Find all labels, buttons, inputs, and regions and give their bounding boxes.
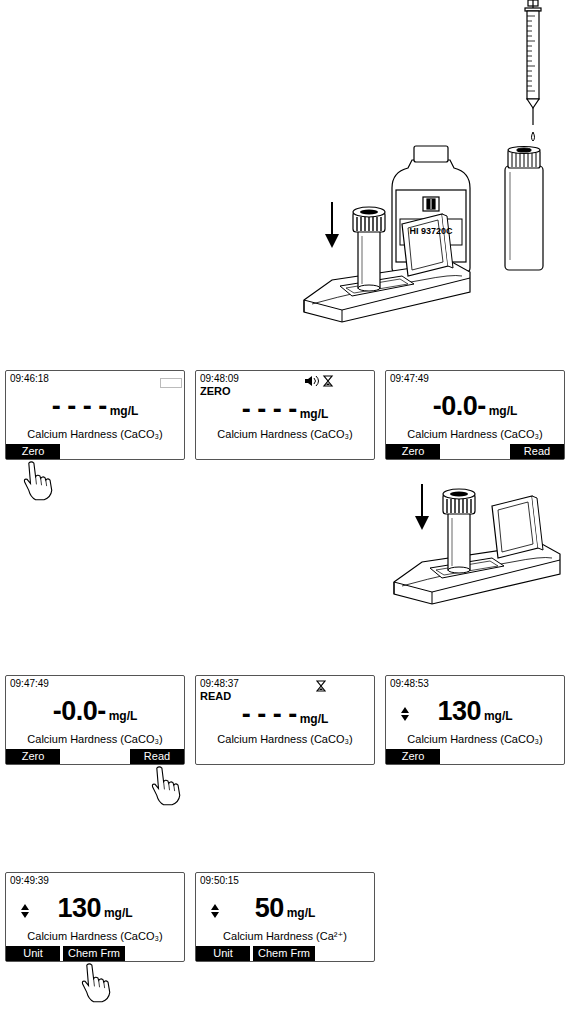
softkey: Read <box>510 444 564 459</box>
lcd-screen: 09:47:49 -0.0-mg/L Calcium Hardness (CaCO₃… <box>385 370 565 460</box>
lcd-screen: 09:48:37READ- - - -mg/LCalcium Hardness … <box>195 675 375 765</box>
reading-value: 50 <box>255 893 284 923</box>
parameter-name: Calcium Hardness (CaCO₃) <box>386 428 564 440</box>
softkey: Chem Frm <box>253 946 315 961</box>
clock-time: 09:47:49 <box>390 373 429 384</box>
reading-row: - - - -mg/L <box>6 391 184 422</box>
reading-row: 130mg/L <box>6 893 184 924</box>
parameter-name: Calcium Hardness (Ca²⁺) <box>196 930 374 943</box>
clock-time: 09:47:49 <box>10 678 49 689</box>
clock-time: 09:48:09 <box>200 373 239 384</box>
lcd-screen: 09:48:53 130mg/L Calcium Hardness (CaCO₃) Z… <box>385 675 565 765</box>
softkey-label: Chem Frm <box>68 947 120 959</box>
parameter-name: Calcium Hardness (CaCO₃) <box>6 930 184 942</box>
reading-value: -0.0- <box>53 696 106 726</box>
reading-value: - - - - <box>52 391 107 421</box>
reagent-label: HI 93720C <box>409 226 452 236</box>
bottle-label: HI 93720C <box>396 226 466 236</box>
softkey-label: Zero <box>22 750 45 762</box>
reading-value: - - - - <box>242 699 297 729</box>
unit-label: mg/L <box>489 404 518 418</box>
reading-row: 50mg/L <box>196 893 374 924</box>
softkey: Unit <box>6 946 60 961</box>
parameter-name: Calcium Hardness (CaCO₃) <box>196 428 374 440</box>
lcd-screen: 09:49:39 130mg/L Calcium Hardness (CaCO₃) U… <box>5 872 185 962</box>
softkey: Zero <box>6 749 60 764</box>
reading-row: -0.0-mg/L <box>386 391 564 422</box>
unit-label: mg/L <box>110 404 139 418</box>
clock-time: 09:46:18 <box>10 373 49 384</box>
softkey-label: Zero <box>22 445 45 457</box>
softkey-label: Read <box>144 750 170 762</box>
lcd-screen: 09:46:18- - - -mg/LCalcium Hardness (CaC… <box>5 370 185 460</box>
status-icon <box>316 678 326 696</box>
softkey: Zero <box>386 749 440 764</box>
unit-label: mg/L <box>104 906 133 920</box>
mode-label: ZERO <box>200 385 231 397</box>
unit-label: mg/L <box>287 906 316 920</box>
parameter-name: Calcium Hardness (CaCO₃) <box>6 428 184 440</box>
parameter-name: Calcium Hardness (CaCO₃) <box>196 733 374 745</box>
softkey-label: Zero <box>402 445 425 457</box>
status-icon <box>160 374 182 392</box>
status-icon <box>400 707 410 725</box>
unit-label: mg/L <box>300 407 329 421</box>
lcd-screen: 09:50:15 50mg/L Calcium Hardness (Ca²⁺) Uni… <box>195 872 375 962</box>
clock-time: 09:48:37 <box>200 678 239 689</box>
softkey: Chem Frm <box>63 946 125 961</box>
status-icon <box>20 904 30 922</box>
lcd-screen: 09:47:49 -0.0-mg/L Calcium Hardness (CaCO₃… <box>5 675 185 765</box>
clock-time: 09:49:39 <box>10 875 49 886</box>
unit-label: mg/L <box>300 712 329 726</box>
clock-time: 09:50:15 <box>200 875 239 886</box>
mode-label: READ <box>200 690 231 702</box>
reading-row: -0.0-mg/L <box>6 696 184 727</box>
reading-row: 130mg/L <box>386 696 564 727</box>
softkey: Unit <box>196 946 250 961</box>
reading-row: - - - -mg/L <box>196 394 374 425</box>
softkey-label: Unit <box>23 947 43 959</box>
unit-label: mg/L <box>109 709 138 723</box>
softkey-label: Chem Frm <box>258 947 310 959</box>
softkey-label: Zero <box>402 750 425 762</box>
parameter-name: Calcium Hardness (CaCO₃) <box>386 733 564 745</box>
status-icon <box>210 904 220 922</box>
clock-time: 09:48:53 <box>390 678 429 689</box>
status-icon <box>304 373 334 391</box>
softkey: Zero <box>6 444 60 459</box>
parameter-name: Calcium Hardness (CaCO₃) <box>6 733 184 745</box>
reading-value: -0.0- <box>433 391 486 421</box>
unit-label: mg/L <box>484 709 513 723</box>
softkey: Read <box>130 749 184 764</box>
reading-value: - - - - <box>242 394 297 424</box>
softkey-label: Unit <box>213 947 233 959</box>
softkey-label: Read <box>524 445 550 457</box>
softkey: Zero <box>386 444 440 459</box>
reading-value: 130 <box>437 696 481 726</box>
lcd-screen: 09:48:09ZERO- - - -mg/LCalcium Hardness … <box>195 370 375 460</box>
reading-row: - - - -mg/L <box>196 699 374 730</box>
reading-value: 130 <box>57 893 101 923</box>
